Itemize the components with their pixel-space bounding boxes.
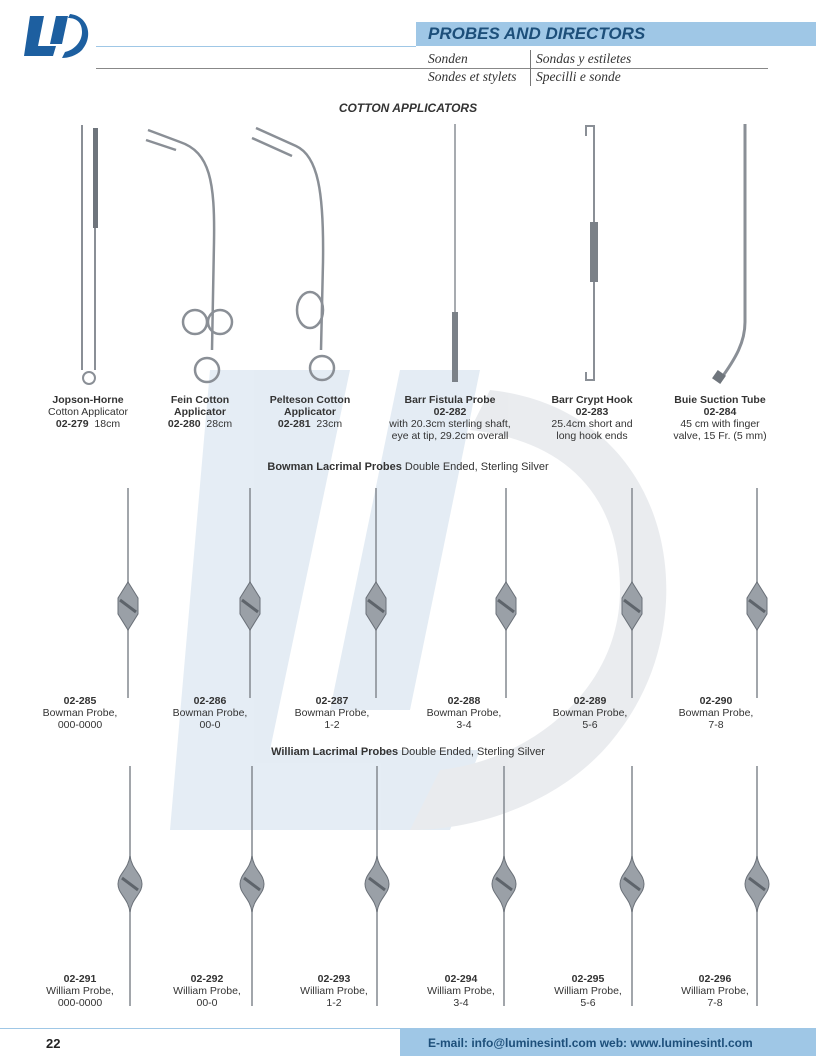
footer-rule [0, 1028, 400, 1029]
bowman-probe-image-3 [365, 488, 387, 698]
bowman-probe-image-1 [117, 488, 139, 698]
pelteson-applicator-image [251, 126, 336, 382]
fein-applicator-image [145, 128, 234, 384]
caption-02-280: Fein Cotton Applicator 02-280 28cm [167, 394, 233, 430]
caption-02-282: Barr Fistula Probe 02-282 with 20.3cm st… [389, 394, 511, 442]
footer-bar [400, 1028, 816, 1056]
footer-contact: E-mail: info@luminesintl.com web: www.lu… [428, 1036, 753, 1050]
bowman-probe-image-6 [746, 488, 768, 698]
william-probe-image-5 [619, 766, 645, 1006]
bowman-probe-image-4 [495, 488, 517, 698]
title-bar [416, 22, 816, 46]
buie-suction-tube-image [712, 124, 747, 384]
watermark-logo [170, 370, 667, 830]
company-logo [24, 14, 89, 58]
bowman-probe-image-2 [239, 488, 261, 698]
section-title-william: William Lacrimal Probes Double Ended, St… [271, 746, 545, 758]
section-title-cotton: COTTON APPLICATORS [338, 101, 478, 115]
barr-crypt-hook-image [585, 125, 598, 381]
william-probe-image-6 [744, 766, 770, 1006]
bowman-probe-image-5 [621, 488, 643, 698]
william-probe-image-4 [491, 766, 517, 1006]
translation-vertical-divider [530, 50, 531, 86]
william-probe-image-2 [239, 766, 265, 1006]
header-rule [96, 46, 416, 47]
william-probe-image-1 [117, 766, 143, 1006]
caption-02-283: Barr Crypt Hook 02-283 25.4cm short and … [551, 394, 633, 442]
jopson-horne-image [81, 125, 98, 385]
translation-it: Specilli e sonde [536, 69, 621, 84]
caption-02-284: Buie Suction Tube 02-284 45 cm with fing… [673, 394, 767, 442]
translation-divider [96, 68, 768, 69]
page-title: PROBES AND DIRECTORS [428, 24, 646, 43]
caption-02-281: Pelteson Cotton Applicator 02-281 23cm [269, 394, 351, 430]
section-title-bowman: Bowman Lacrimal Probes Double Ended, Ste… [267, 461, 549, 473]
william-probe-image-3 [364, 766, 390, 1006]
barr-fistula-probe-image [452, 124, 458, 382]
translation-fr: Sondes et stylets [428, 69, 517, 84]
translation-de: Sonden [428, 51, 468, 66]
translation-es: Sondas y estiletes [536, 51, 632, 66]
page-number: 22 [46, 1036, 61, 1051]
caption-02-279: Jopson-Horne Cotton Applicator 02-279 18… [48, 394, 128, 430]
